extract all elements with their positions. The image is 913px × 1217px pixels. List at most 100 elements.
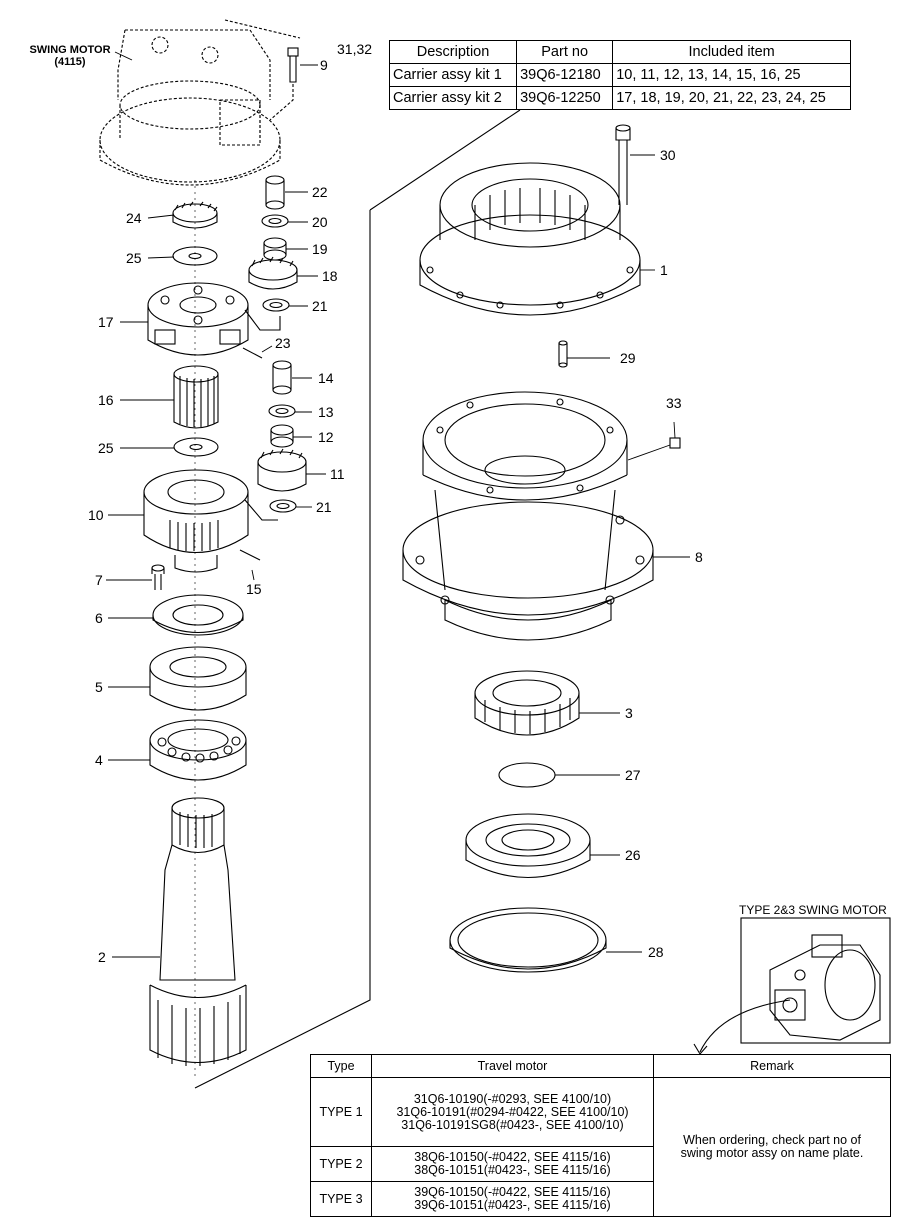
kit-header-description: Description (388, 40, 518, 64)
table-row: TYPE 1 31Q6-10190(-#0293, SEE 4100/10) 3… (310, 1077, 891, 1217)
part-label-26: 26 (625, 847, 641, 863)
table-row: Carrier assy kit 2 39Q6-12250 17, 18, 19… (388, 86, 851, 110)
part-label-8: 8 (695, 549, 703, 565)
part-4-roller-bearing (149, 719, 247, 781)
motor-type-table: Type Travel motor Remark TYPE 1 31Q6-101… (310, 1054, 891, 1217)
part-label-1: 1 (660, 262, 668, 278)
remark-line: When ordering, check part no of (683, 1133, 861, 1147)
part-11-planet-gear (257, 448, 307, 492)
part-label-21-upper: 21 (312, 298, 328, 314)
part-label-10: 10 (88, 507, 104, 523)
part-label-16: 16 (98, 392, 114, 408)
type-cell: TYPE 2 (310, 1146, 372, 1182)
part-label-9: 9 (320, 57, 328, 73)
part-9-bolt (269, 47, 299, 121)
part-label-24: 24 (126, 210, 142, 226)
kit-cell: Carrier assy kit 1 (388, 63, 518, 87)
kit-cell: 39Q6-12250 (516, 86, 614, 110)
part-label-17: 17 (98, 314, 114, 330)
part-20-washer (261, 214, 289, 228)
part-label-31-32: 31,32 (337, 41, 372, 57)
part-label-7: 7 (95, 572, 103, 588)
remark-cell: When ordering, check part no of swing mo… (653, 1077, 891, 1217)
type-cell: TYPE 1 (310, 1077, 372, 1147)
part-label-18: 18 (322, 268, 338, 284)
carrier-kit-table: Description Part no Included item Carrie… (388, 40, 851, 110)
part-18-planet-gear (248, 256, 298, 290)
part-22-pin (265, 175, 285, 210)
part-label-21-lower: 21 (316, 499, 332, 515)
part-7-bolt (151, 564, 165, 590)
part-5-ring-nut (149, 646, 247, 711)
part-14-pin (272, 360, 292, 395)
part-label-30: 30 (660, 147, 676, 163)
part-label-28: 28 (648, 944, 664, 960)
part-label-22: 22 (312, 184, 328, 200)
motor-line: 31Q6-10190(-#0293, SEE 4100/10) (413, 1091, 612, 1106)
kit-header-included: Included item (612, 40, 851, 64)
part-30-bolt (615, 124, 631, 205)
part-3-roller-bearing (474, 670, 580, 736)
type23-motor-illustration (769, 934, 881, 1041)
motor-cell: 31Q6-10190(-#0293, SEE 4100/10) 31Q6-101… (371, 1077, 654, 1147)
kit-cell: Carrier assy kit 2 (388, 86, 518, 110)
part-10-carrier (143, 469, 278, 573)
part-labels: 31,32 9 22 24 20 25 19 18 21 17 23 14 16… (88, 41, 703, 965)
part-28-seal-ring (449, 907, 607, 973)
part-13-washer (268, 404, 296, 418)
part-label-11: 11 (330, 466, 345, 482)
type-header-travel-motor: Travel motor (371, 1054, 654, 1078)
part-1-ring-gear (419, 162, 641, 316)
part-17-carrier (147, 282, 281, 356)
part-21-washer-lower (269, 499, 297, 513)
kit-cell: 10, 11, 12, 13, 14, 15, 16, 25 (612, 63, 851, 87)
part-label-6: 6 (95, 610, 103, 626)
motor-line: 38Q6-10151(#0423-, SEE 4115/16) (414, 1163, 611, 1177)
part-label-4: 4 (95, 752, 103, 768)
part-label-5: 5 (95, 679, 103, 695)
part-15-spring-pin (239, 549, 261, 561)
motor-line: 31Q6-10191(#0294-#0422, SEE 4100/10) (396, 1104, 629, 1119)
part-label-14: 14 (318, 370, 334, 386)
motor-line: 38Q6-10150(-#0422, SEE 4115/16) (414, 1150, 611, 1164)
type23-motor-box (740, 917, 891, 1044)
part-label-12: 12 (318, 429, 334, 445)
part-label-13: 13 (318, 404, 334, 420)
type-header-remark: Remark (653, 1054, 891, 1078)
part-16-sun-gear (173, 365, 219, 429)
part-33-plug (669, 437, 681, 449)
part-25-washer-lower (173, 437, 219, 457)
part-2-drive-shaft (149, 797, 247, 1066)
assembly-divider-line (194, 109, 521, 1089)
part-label-29: 29 (620, 350, 636, 366)
part-label-20: 20 (312, 214, 328, 230)
part-8-housing (402, 391, 654, 641)
motor-cell: 38Q6-10150(-#0422, SEE 4115/16) 38Q6-101… (371, 1146, 654, 1182)
motor-cell: 39Q6-10150(-#0422, SEE 4115/16) 39Q6-101… (371, 1181, 654, 1217)
swing-motor-ref: (4115) (54, 56, 86, 68)
part-27-o-ring (498, 762, 556, 788)
kit-header-part-no: Part no (516, 40, 614, 64)
type23-pointer-arrow (699, 999, 791, 1053)
part-25-washer-upper (172, 246, 218, 266)
motor-line: 39Q6-10150(-#0422, SEE 4115/16) (414, 1185, 611, 1199)
part-label-27: 27 (625, 767, 641, 783)
remark-line: swing motor assy on name plate. (680, 1146, 864, 1160)
part-label-3: 3 (625, 705, 633, 721)
part-6-thrust-plate (152, 594, 244, 636)
swing-motor-caption: SWING MOTOR (4115) (24, 44, 116, 68)
swing-motor-title: SWING MOTOR (29, 44, 111, 56)
kit-cell: 39Q6-12180 (516, 63, 614, 87)
swing-motor-illustration (99, 19, 301, 186)
motor-line: 39Q6-10151(#0423-, SEE 4115/16) (414, 1198, 611, 1212)
part-21-washer-upper (262, 298, 290, 312)
part-label-19: 19 (312, 241, 328, 257)
type-cell: TYPE 3 (310, 1181, 372, 1217)
part-label-25-lower: 25 (98, 440, 114, 456)
part-label-25-upper: 25 (126, 250, 142, 266)
motor-line: 31Q6-10191SG8(#0423-, SEE 4100/10) (401, 1117, 624, 1132)
part-19-needle-bearing (263, 237, 287, 261)
part-label-2: 2 (98, 949, 106, 965)
part-label-15: 15 (246, 581, 262, 597)
